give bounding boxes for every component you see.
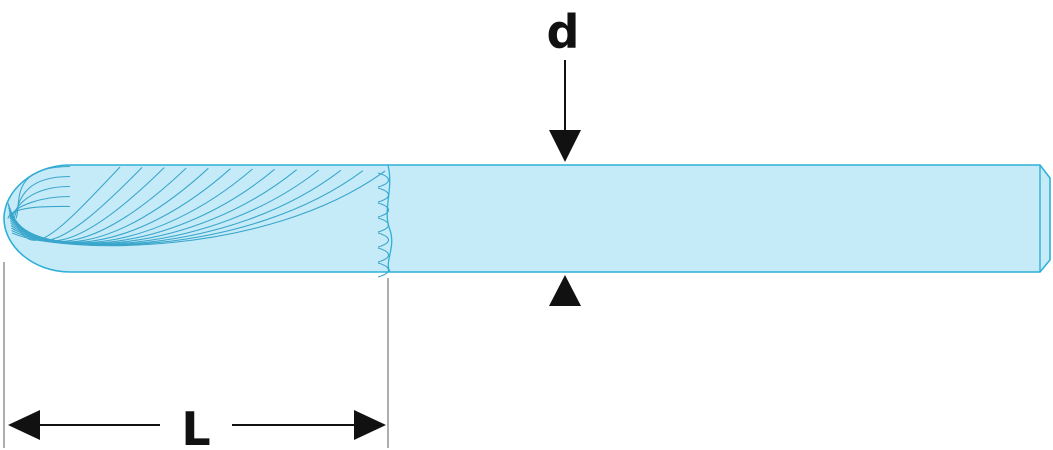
flute-line — [11, 170, 386, 247]
length-arrow-right — [354, 410, 386, 440]
flute-line — [9, 168, 275, 244]
nose-flute — [9, 195, 71, 219]
diameter-label: d — [547, 5, 580, 59]
flutes-group — [7, 165, 390, 278]
flute-line — [11, 169, 342, 246]
flute-line — [9, 168, 253, 244]
flute-edge — [377, 187, 390, 203]
length-arrow-left — [8, 410, 40, 440]
flute-line — [11, 170, 364, 246]
burr-body — [3, 164, 1051, 273]
flute-edge — [377, 232, 390, 248]
nose-flute — [7, 205, 71, 219]
length-label: L — [181, 402, 210, 450]
flute-edge — [377, 202, 390, 218]
flute-edge — [377, 262, 390, 278]
head-shank-boundary — [386, 164, 393, 273]
flute-edge — [377, 172, 390, 188]
flute-edge — [377, 247, 390, 263]
nose-flute — [15, 165, 71, 219]
flute-edge — [377, 217, 390, 233]
diameter-arrow-up — [549, 275, 581, 306]
flute-line — [10, 169, 298, 245]
flute-line — [10, 169, 320, 245]
nose-flute — [13, 175, 71, 219]
diameter-arrow-down — [549, 130, 581, 162]
nose-flute — [11, 185, 71, 219]
